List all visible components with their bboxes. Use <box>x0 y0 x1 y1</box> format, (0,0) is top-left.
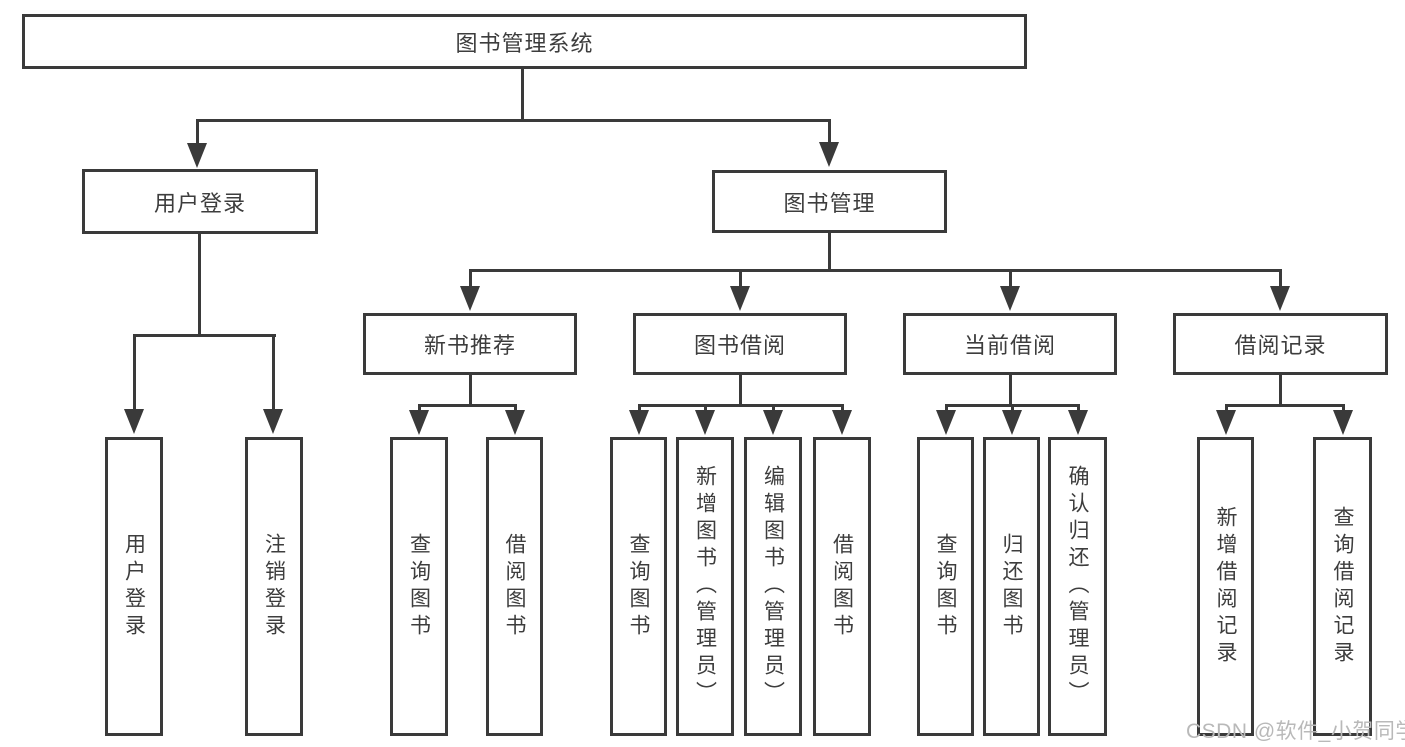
leaf-query-books-borrow: 查询图书 <box>610 437 667 736</box>
arrow-down-icon <box>124 409 144 434</box>
node-library-management-system: 图书管理系统 <box>22 14 1027 69</box>
connector-line <box>1008 269 1012 289</box>
arrow-down-icon <box>763 410 783 435</box>
connector-line <box>827 233 831 271</box>
node-label: 当前借阅 <box>963 333 1056 358</box>
arrow-down-icon <box>832 410 852 435</box>
connector-line <box>468 269 1282 272</box>
connector-line <box>840 404 844 413</box>
leaf-user-login: 用户登录 <box>105 437 163 736</box>
connector-line <box>417 404 421 413</box>
node-user-login: 用户登录 <box>82 169 318 234</box>
arrow-down-icon <box>629 410 649 435</box>
arrow-down-icon <box>505 410 525 435</box>
leaf-label: 查询图书 <box>934 532 957 641</box>
csdn-watermark: CSDN @软件_小贺同学 <box>1186 720 1405 743</box>
leaf-logout: 注销登录 <box>245 437 303 736</box>
connector-line <box>738 375 742 406</box>
connector-line <box>1076 404 1080 413</box>
leaf-label: 查询图书 <box>627 532 650 641</box>
leaf-query-books-current: 查询图书 <box>917 437 974 736</box>
connector-line <box>417 404 517 407</box>
leaf-label: 查询借阅记录 <box>1331 505 1354 668</box>
connector-line <box>132 334 276 337</box>
arrow-down-icon <box>819 142 839 167</box>
node-new-book-recommend: 新书推荐 <box>363 313 577 375</box>
node-label: 图书管理 <box>783 190 876 216</box>
leaf-label: 编辑图书（管理员） <box>761 465 785 708</box>
arrow-down-icon <box>1216 410 1236 435</box>
leaf-label: 用户登录 <box>122 532 146 641</box>
node-current-borrow: 当前借阅 <box>903 313 1117 375</box>
leaf-query-books-recommend: 查询图书 <box>390 437 448 736</box>
connector-line <box>944 404 948 413</box>
node-label: 图书借阅 <box>693 333 786 358</box>
arrow-down-icon <box>936 410 956 435</box>
leaf-label: 查询图书 <box>407 532 431 641</box>
leaf-borrow-books: 借阅图书 <box>813 437 871 736</box>
node-label: 新书推荐 <box>423 333 516 358</box>
node-label: 图书管理系统 <box>455 30 594 56</box>
arrow-down-icon <box>409 410 429 435</box>
connector-line <box>1341 404 1345 413</box>
arrow-down-icon <box>730 286 750 311</box>
leaf-label: 借阅图书 <box>830 532 854 641</box>
connector-line <box>738 269 742 289</box>
connector-line <box>1224 404 1228 413</box>
connector-line <box>132 334 136 412</box>
node-label: 借阅记录 <box>1234 333 1327 358</box>
leaf-confirm-return-admin: 确认归还（管理员） <box>1048 437 1107 736</box>
arrow-down-icon <box>460 286 480 311</box>
leaf-label: 归还图书 <box>1000 532 1023 641</box>
connector-line <box>468 375 472 406</box>
leaf-label: 新增图书（管理员） <box>693 465 717 708</box>
connector-line <box>195 119 199 145</box>
connector-line <box>195 119 831 122</box>
arrow-down-icon <box>1068 410 1088 435</box>
leaf-label: 确认归还（管理员） <box>1066 465 1089 708</box>
node-label: 用户登录 <box>153 190 246 216</box>
connector-line <box>771 404 775 413</box>
connector-line <box>468 269 472 289</box>
arrow-down-icon <box>263 409 283 434</box>
connector-line <box>1008 375 1012 406</box>
node-borrow-record: 借阅记录 <box>1173 313 1388 375</box>
leaf-borrow-books-recommend: 借阅图书 <box>486 437 543 736</box>
connector-line <box>1278 375 1282 406</box>
connector-line <box>1010 404 1014 413</box>
leaf-label: 注销登录 <box>262 532 286 641</box>
connector-line <box>703 404 707 413</box>
arrow-down-icon <box>1002 410 1022 435</box>
leaf-return-books: 归还图书 <box>983 437 1040 736</box>
connector-line <box>637 404 844 407</box>
leaf-label: 借阅图书 <box>503 532 526 641</box>
leaf-label: 新增借阅记录 <box>1214 505 1237 668</box>
leaf-edit-books-admin: 编辑图书（管理员） <box>744 437 802 736</box>
leaf-add-books-admin: 新增图书（管理员） <box>676 437 734 736</box>
arrow-down-icon <box>187 143 207 168</box>
connector-line <box>521 69 524 121</box>
connector-line <box>637 404 641 413</box>
connector-line <box>827 119 831 145</box>
connector-line <box>1224 404 1345 407</box>
leaf-query-borrow-record: 查询借阅记录 <box>1313 437 1372 736</box>
arrow-down-icon <box>1270 286 1290 311</box>
arrow-down-icon <box>1333 410 1353 435</box>
connector-line <box>1278 269 1282 289</box>
leaf-add-borrow-record: 新增借阅记录 <box>1197 437 1254 736</box>
node-book-borrow: 图书借阅 <box>633 313 847 375</box>
node-book-management: 图书管理 <box>712 170 947 233</box>
arrow-down-icon <box>1000 286 1020 311</box>
connector-line <box>197 234 201 337</box>
arrow-down-icon <box>695 410 715 435</box>
connector-line <box>271 334 275 412</box>
connector-line <box>513 404 517 413</box>
